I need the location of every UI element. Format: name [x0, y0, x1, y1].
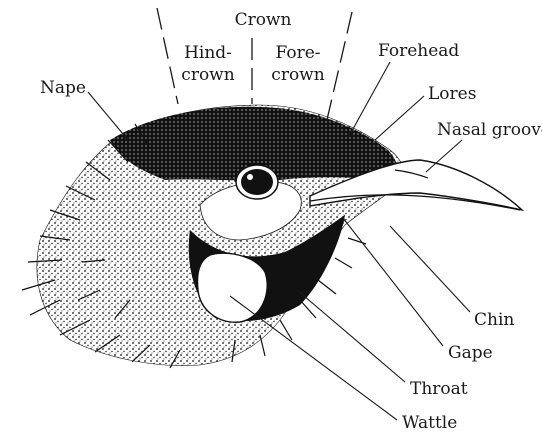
hindcrown-label-line2: crown — [181, 65, 234, 85]
lores-label: Lores — [428, 84, 476, 104]
forehead-leader — [348, 62, 390, 138]
nasal-groove-label: Nasal groove — [437, 120, 542, 140]
throat-leader — [297, 290, 405, 382]
nape-leader — [88, 92, 128, 140]
bird-head — [22, 105, 522, 368]
wattle-label: Wattle — [402, 413, 457, 433]
crown-divider-left — [157, 8, 178, 104]
throat-label: Throat — [410, 379, 468, 399]
chin-leader — [390, 226, 470, 312]
gape-label: Gape — [448, 343, 493, 363]
forecrown-label-line2: crown — [271, 65, 324, 85]
nape-label: Nape — [40, 78, 86, 98]
lores-leader — [375, 96, 424, 140]
hindcrown-label-line1: Hind- — [184, 43, 232, 63]
chin-label: Chin — [474, 310, 514, 330]
crown-label: Crown — [235, 10, 292, 30]
gape-leader — [343, 218, 443, 346]
forehead-label: Forehead — [378, 41, 459, 61]
forecrown-label-line1: Fore- — [275, 43, 320, 63]
eye — [236, 165, 278, 199]
crown-divider-right — [326, 12, 352, 124]
wattle — [198, 253, 268, 322]
